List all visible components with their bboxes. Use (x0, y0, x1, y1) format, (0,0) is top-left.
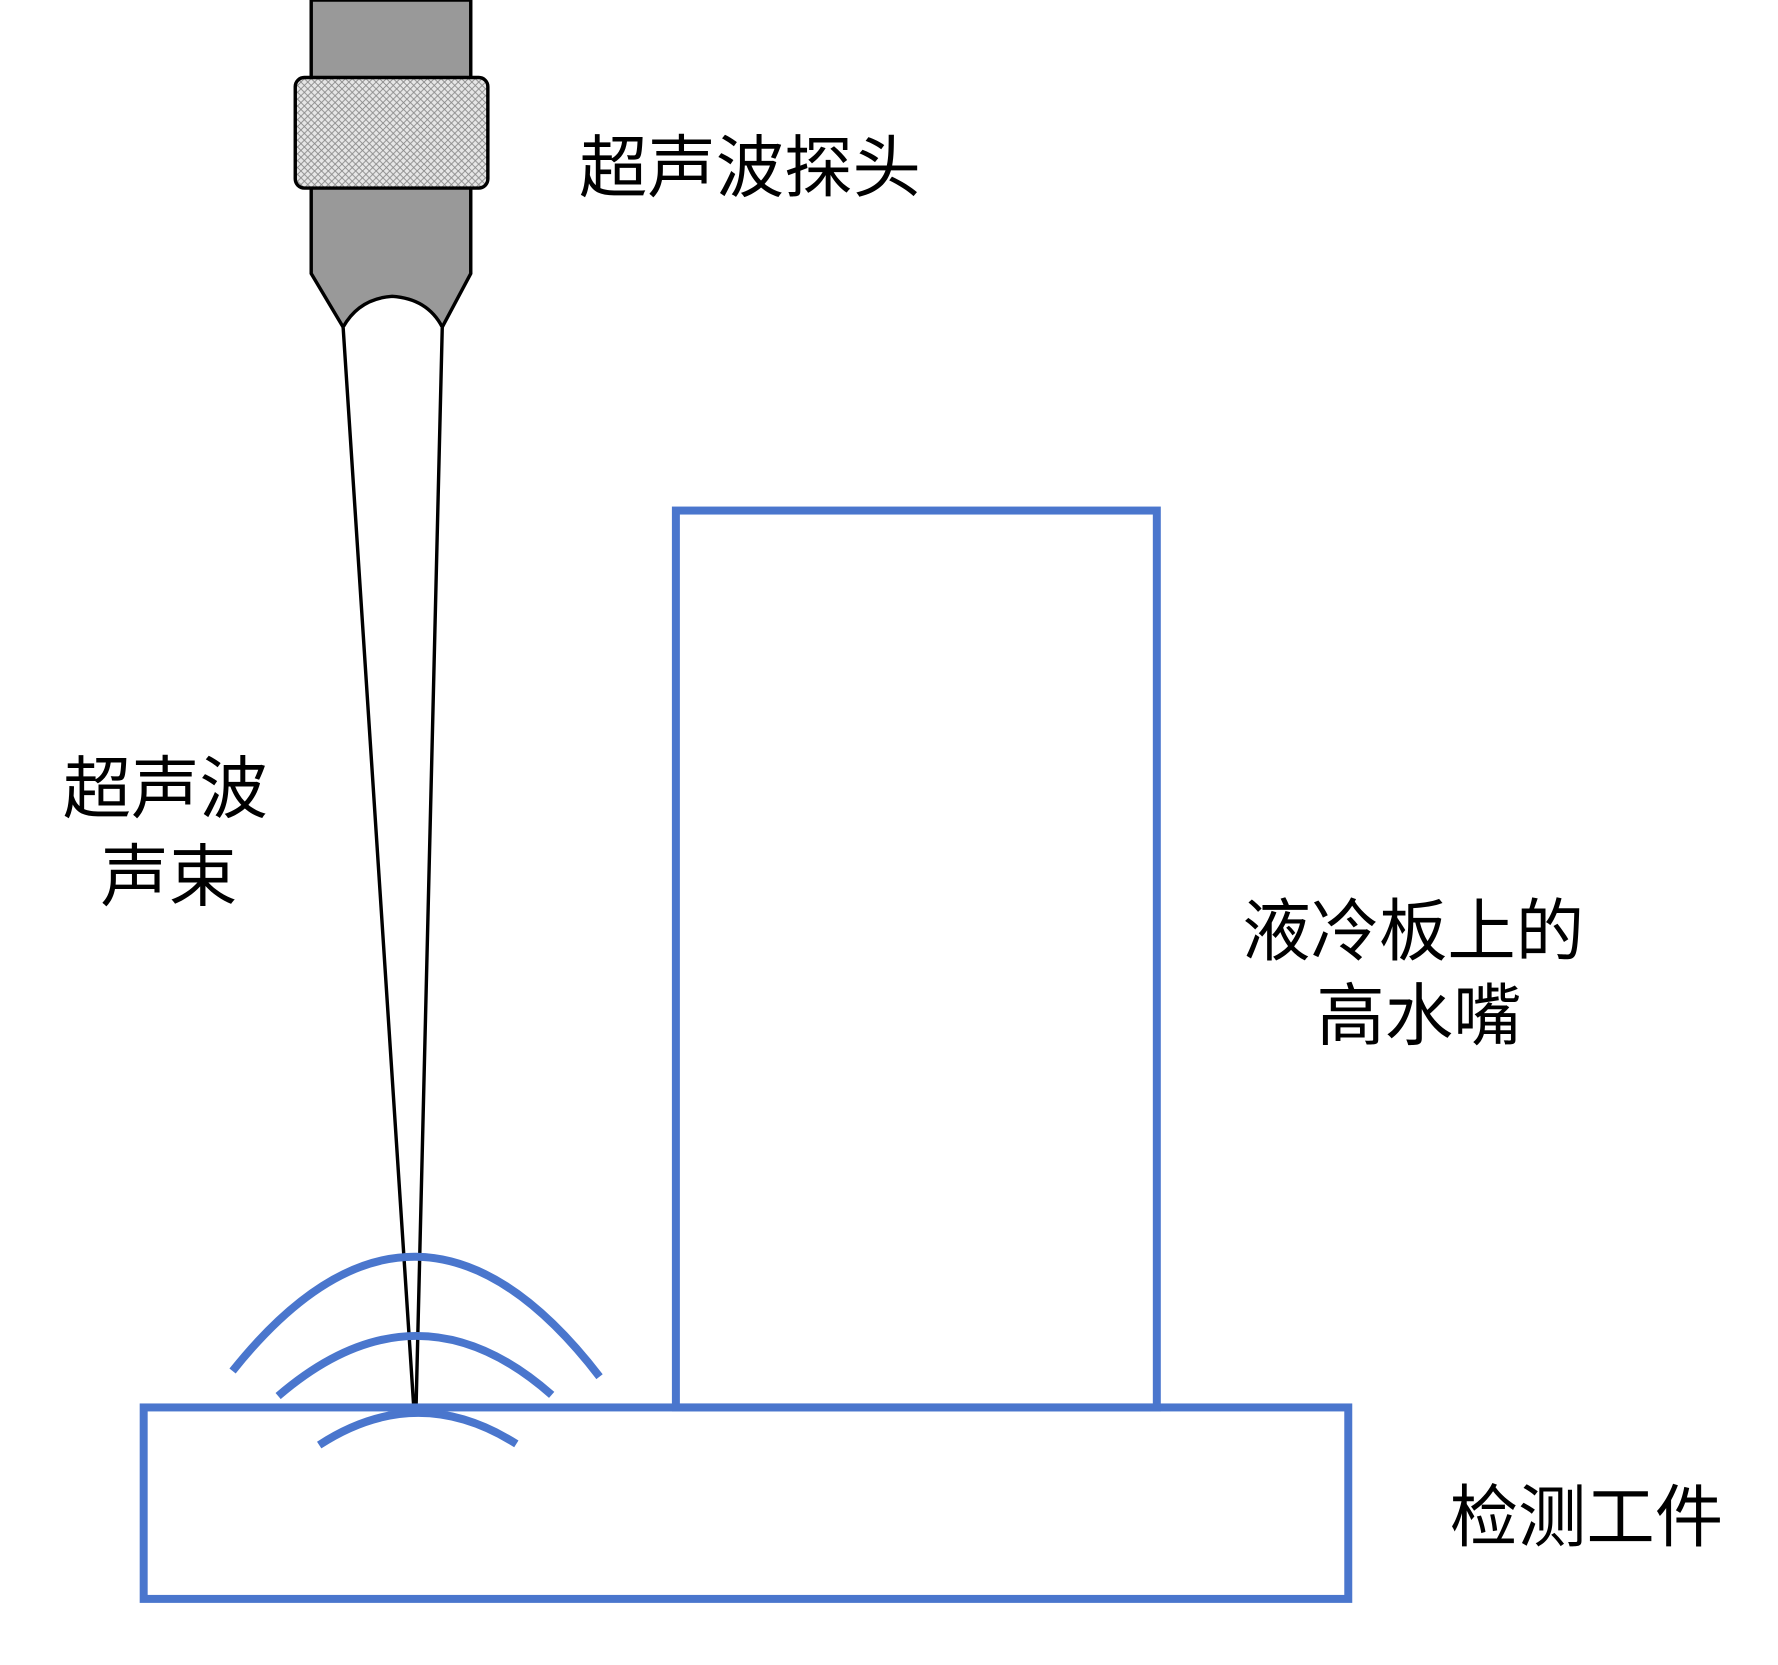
wave-arc-middle (275, 1332, 555, 1400)
workpiece (139, 1403, 1353, 1603)
wave-arcs (229, 1252, 603, 1449)
probe-label: 超声波探头 (579, 129, 921, 208)
nozzle-label-line1: 液冷板上的 (1242, 893, 1584, 972)
nozzle-label-line2: 高水嘴 (1316, 977, 1521, 1056)
ultrasonic-probe (293, 0, 490, 331)
ultrasonic-beam (341, 326, 444, 1410)
workpiece-label: 检测工件 (1450, 1479, 1723, 1558)
wave-arc-outer (229, 1252, 603, 1380)
beam-label-line1: 超声波 (63, 751, 268, 830)
beam-label-line2: 声束 (100, 838, 237, 917)
wave-arc-inner (317, 1408, 519, 1449)
high-water-nozzle (671, 506, 1161, 1412)
probe-collar (293, 75, 490, 190)
